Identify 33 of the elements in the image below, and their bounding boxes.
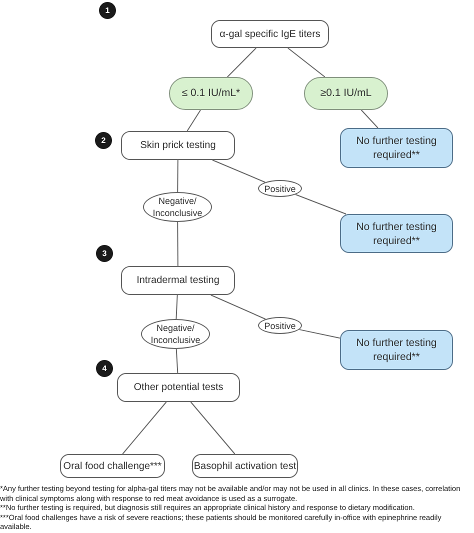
outcome-box: No further testing required**: [340, 128, 453, 168]
connector-line: [176, 348, 178, 374]
connector-line: [212, 160, 266, 183]
result-pill: ≤ 0.1 IU/mL*: [169, 77, 253, 110]
connector-line: [186, 110, 202, 132]
connector-line: [177, 160, 178, 192]
connector-line: [226, 48, 257, 78]
process-box: α-gal specific IgE titers: [211, 20, 329, 48]
branch-oval: Negative/ Inconclusive: [141, 319, 210, 349]
connector-line: [360, 110, 378, 128]
connector-line: [176, 294, 178, 320]
step-number-badge: 4: [96, 360, 113, 377]
process-box: Skin prick testing: [121, 131, 235, 160]
outcome-box: No further testing required**: [340, 330, 453, 370]
outcome-box: No further testing required**: [340, 214, 453, 253]
process-box: Basophil activation test: [192, 454, 298, 478]
connector-line: [177, 222, 178, 266]
branch-oval: Positive: [258, 317, 302, 334]
step-number-badge: 2: [95, 132, 112, 149]
connector-line: [210, 294, 266, 320]
result-pill: ≥0.1 IU/mL: [304, 77, 388, 110]
connector-line: [190, 402, 236, 454]
step-number-badge: 1: [99, 2, 116, 19]
branch-oval: Positive: [258, 180, 302, 197]
process-box: Oral food challenge***: [60, 454, 165, 478]
connector-line: [287, 48, 326, 78]
process-box: Other potential tests: [117, 373, 240, 402]
connector-line: [295, 194, 347, 214]
process-box: Intradermal testing: [121, 266, 235, 295]
connector-line: [298, 329, 340, 339]
connector-line: [122, 402, 167, 454]
branch-oval: Negative/ Inconclusive: [143, 192, 212, 222]
step-number-badge: 3: [96, 245, 113, 262]
